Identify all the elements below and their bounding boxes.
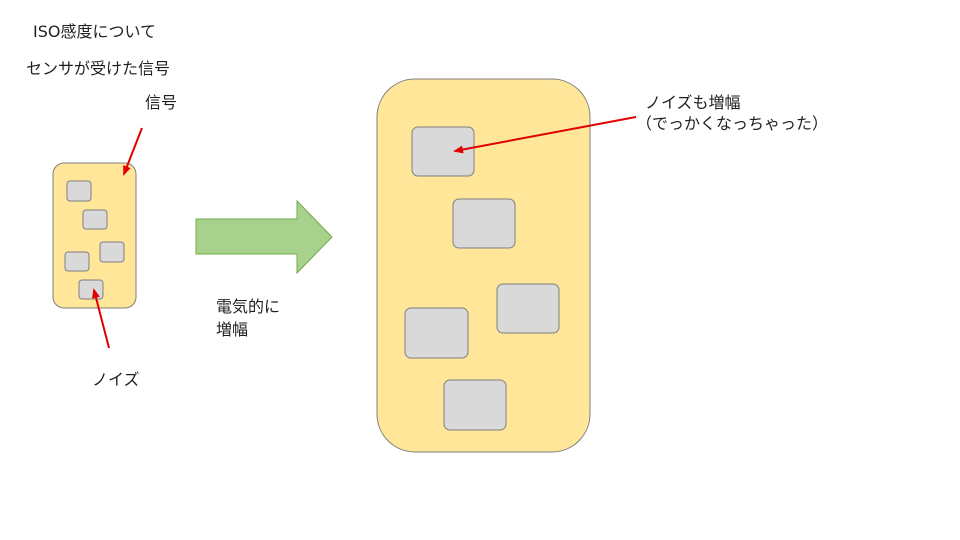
noise-amplified-label-line2: （でっかくなっちゃった） xyxy=(636,114,829,133)
signal-label: 信号 xyxy=(145,93,178,112)
small-noise-block xyxy=(99,241,125,263)
noise-pointer-arrow xyxy=(92,288,110,349)
noise-amplified-label-line1: ノイズも増幅 xyxy=(645,93,741,112)
small-noise-block xyxy=(78,279,104,300)
large-noise-block xyxy=(443,379,507,431)
amplify-label-line2: 増幅 xyxy=(216,320,249,339)
large-noise-block xyxy=(452,198,516,249)
amplify-label-line1: 電気的に xyxy=(216,297,281,316)
large-noise-block xyxy=(411,126,475,177)
small-noise-block xyxy=(64,251,90,272)
noise-amplified-pointer-arrow xyxy=(453,116,637,154)
slide-title: ISO感度について xyxy=(33,22,156,41)
large-noise-block xyxy=(496,283,560,334)
large-noise-block xyxy=(404,307,469,359)
slide-subtitle: センサが受けた信号 xyxy=(26,59,171,78)
small-noise-block xyxy=(66,180,92,202)
signal-pointer-arrow xyxy=(123,127,143,176)
amplify-arrow xyxy=(195,199,333,275)
noise-label: ノイズ xyxy=(92,370,140,389)
small-noise-block xyxy=(82,209,108,230)
